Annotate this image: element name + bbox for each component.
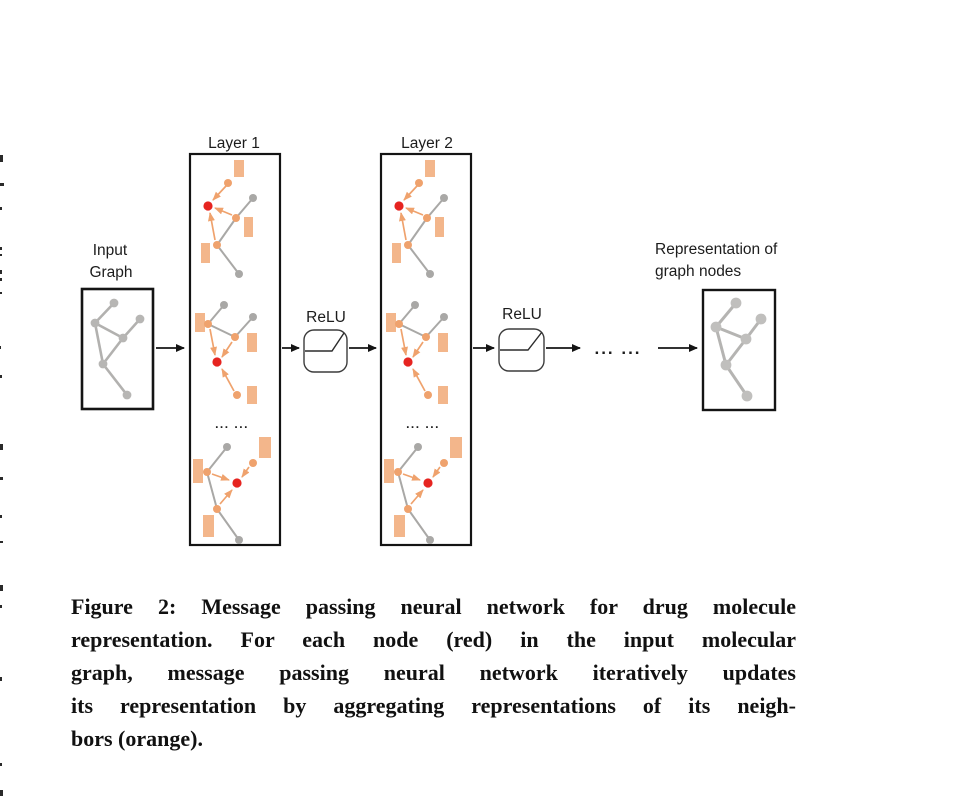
graph-edges: [207, 304, 254, 338]
layer2-ellipsis: ... ...: [406, 417, 440, 431]
layer1-label: Layer 1: [208, 135, 260, 152]
left-edge-text-fragment: [0, 605, 2, 608]
graph-edges: [216, 197, 254, 275]
relu1-block: [303, 329, 348, 373]
left-edge-text-fragment: [0, 292, 2, 294]
left-edge-text-fragment: [0, 346, 1, 349]
graph-edges: [714, 302, 763, 397]
other-nodes: [220, 301, 257, 321]
other-nodes: [223, 443, 243, 544]
left-edge-text-fragment: [0, 790, 3, 796]
neighbor-nodes: [213, 179, 240, 249]
output-graph-box: [701, 288, 777, 412]
chain-ellipsis: ... ...: [594, 339, 641, 358]
relu2-block: [498, 328, 545, 372]
layer1-box: [188, 152, 282, 547]
caption-line-3: graph, message passing neural network it…: [71, 660, 796, 685]
target-node: [212, 357, 222, 367]
output-label-line1: Representation of: [655, 241, 778, 258]
input-molecular-graph: [90, 298, 145, 400]
graph-nodes: [710, 297, 767, 402]
figure-caption: Figure 2: Message passing neural network…: [71, 590, 796, 755]
graph-nodes: [90, 298, 145, 400]
left-edge-text-fragment: [0, 155, 3, 162]
message-arrows: [208, 185, 233, 241]
layer2-label: Layer 2: [401, 135, 453, 152]
message-passing-subgraph-2: [195, 301, 257, 404]
left-edge-text-fragment: [0, 207, 2, 210]
input-graph-label-line2: Graph: [89, 264, 132, 281]
feature-vector-rects: [195, 313, 257, 404]
left-edge-text-fragment: [0, 278, 2, 281]
left-edge-text-fragment: [0, 477, 3, 480]
relu1-curve-icon: [305, 332, 345, 352]
neighbor-nodes: [203, 459, 257, 513]
message-arrows: [209, 328, 235, 392]
left-edge-text-fragment: [0, 375, 2, 378]
left-edge-text-fragment: [0, 677, 2, 681]
left-edge-text-fragment: [0, 254, 2, 256]
caption-line-5: bors (orange).: [71, 726, 203, 751]
left-edge-text-fragment: [0, 585, 3, 591]
layer2-box: [379, 152, 473, 547]
left-edge-text-fragment: [0, 444, 3, 450]
left-edge-text-fragment: [0, 270, 2, 274]
caption-line-1: Figure 2: Message passing neural network…: [71, 594, 796, 619]
graph-edges: [206, 446, 240, 541]
target-node: [203, 201, 213, 211]
neighbor-nodes: [204, 320, 241, 399]
other-nodes: [235, 194, 257, 278]
layer2-subgraphs: [384, 160, 462, 544]
input-graph-box: [80, 287, 155, 411]
message-passing-subgraph-1: [201, 160, 257, 278]
layer1-ellipsis: ... ...: [215, 417, 249, 431]
left-edge-text-fragment: [0, 541, 3, 543]
message-arrows: [211, 466, 250, 505]
relu1-label: ReLU: [306, 309, 346, 326]
left-edge-text-fragment: [0, 515, 2, 518]
mpnn-figure-diagram: Layer 1 Layer 2 Input Graph ReLU ReLU Re…: [80, 135, 778, 547]
output-representation-graph: [710, 297, 767, 402]
left-edge-text-fragment: [0, 763, 2, 766]
left-edge-text-fragment: [0, 183, 4, 186]
relu2-curve-icon: [500, 331, 543, 351]
caption-line-4: its representation by aggregating repres…: [71, 693, 796, 718]
message-passing-subgraph-3: [193, 437, 271, 544]
feature-vector-rects: [201, 160, 253, 263]
relu2-label: ReLU: [502, 306, 542, 323]
graph-edges: [93, 302, 141, 396]
input-graph-label-line1: Input: [93, 242, 128, 259]
left-edge-text-fragment: [0, 247, 2, 250]
feature-vector-rects: [193, 437, 271, 537]
output-label-line2: graph nodes: [655, 263, 741, 280]
target-node: [232, 478, 242, 488]
caption-line-2: representation. For each node (red) in t…: [71, 627, 796, 652]
